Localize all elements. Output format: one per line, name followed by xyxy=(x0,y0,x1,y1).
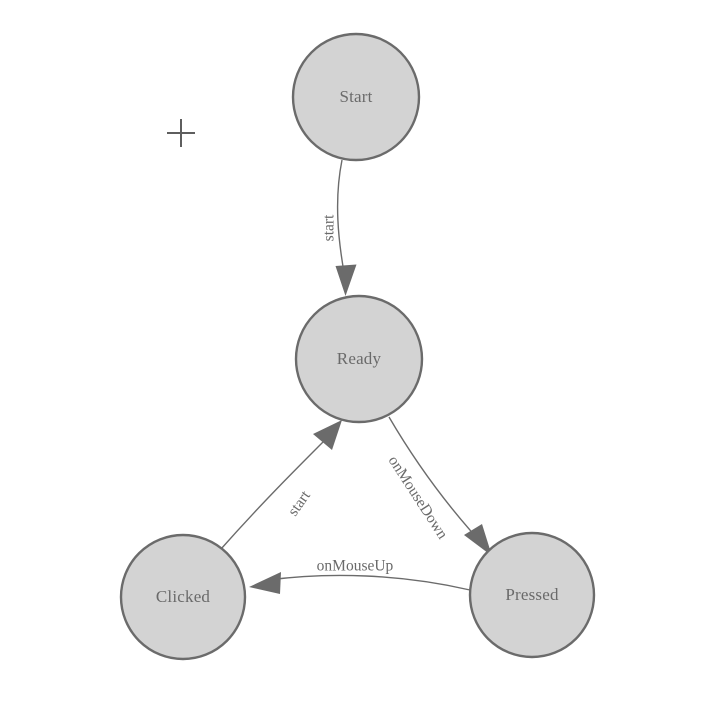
node-shape xyxy=(294,294,424,424)
node-label: Pressed xyxy=(505,585,559,604)
node-start[interactable]: Start xyxy=(291,32,421,162)
edge-start-to-ready[interactable]: start xyxy=(321,159,357,296)
edge-line xyxy=(267,574,471,591)
edge-label: start xyxy=(321,214,338,241)
node-shape xyxy=(291,32,421,162)
edge-label: onMouseUp xyxy=(317,558,394,575)
node-clicked[interactable]: Clicked xyxy=(119,533,247,661)
node-shape xyxy=(119,533,247,661)
node-shape xyxy=(468,531,596,659)
node-pressed[interactable]: Pressed xyxy=(468,531,596,659)
edge-line xyxy=(220,437,328,550)
node-label: Ready xyxy=(337,349,382,368)
node-ready[interactable]: Ready xyxy=(294,294,424,424)
edge-pressed-to-clicked[interactable]: onMouseUp xyxy=(249,558,471,594)
edge-ready-to-pressed[interactable]: onMouseDown xyxy=(385,416,492,556)
edge-line xyxy=(336,159,346,279)
edge-label: onMouseDown xyxy=(385,453,451,543)
plus-marker-icon[interactable] xyxy=(167,119,195,147)
edge-clicked-to-ready[interactable]: start xyxy=(220,420,342,550)
arrowhead-icon xyxy=(249,572,281,594)
arrowhead-icon xyxy=(335,264,357,296)
edge-label: start xyxy=(285,487,315,519)
node-label: Clicked xyxy=(156,587,211,606)
arrowhead-icon xyxy=(464,524,492,556)
node-label: Start xyxy=(339,87,372,106)
arrowhead-icon xyxy=(313,420,342,450)
